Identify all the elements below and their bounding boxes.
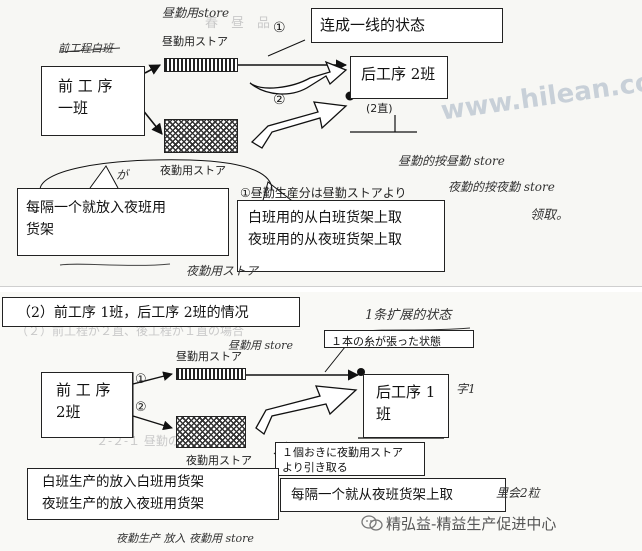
step-2-marker: ② (273, 92, 286, 108)
hand-note-right-b: 字1 (456, 382, 476, 396)
hand-note-ka: が (116, 168, 129, 182)
hand-note-night-production: 夜勤生产 放入 夜勤用 store (116, 532, 254, 545)
hand-note-right-bottom: 里会2粒 (496, 486, 540, 500)
next-process-box-shift-2: 后工序 2班 (350, 56, 448, 99)
callout-day-night-storage: 白班生产的放入白班用货架 夜班生产的放入夜班用货架 (27, 468, 279, 520)
hand-underline (59, 47, 121, 53)
top-panel: 春 昼 品 www.hilean.com (17, 6, 642, 278)
swoop-arrow-1 (249, 60, 348, 95)
step-1-marker: ① (273, 20, 286, 36)
callout-pickup-rule: 白班用的从白班货架上取 夜班用的从夜班货架上取 (237, 200, 445, 272)
hand-note-prev-day: 前工程白班 (58, 42, 113, 55)
leader-line-b (324, 346, 346, 373)
top-flow-lines (39, 39, 417, 266)
background-scan-text-bottom: （２）前工程が２直、後工程が１直の場合 (16, 324, 245, 338)
arrow-prev-to-day-store-b (132, 371, 173, 385)
night-store-label: 夜勤用ストア (160, 164, 226, 177)
watermark-credit: 精弘益-精益生产促进中心 (386, 515, 557, 533)
hand-note-pickup-1: 昼勤的按昼勤 store (398, 154, 505, 168)
arrow-prev-to-night-store-b (132, 415, 173, 431)
bubble-tail-right (261, 181, 297, 205)
prev-process-box-shift-2: 前 工 序 2班 (41, 372, 133, 438)
swoop-arrow-2 (250, 101, 348, 149)
day-store-shelf (164, 58, 238, 72)
callout-every-other-night: 每隔一个就放入夜班用 货架 (17, 188, 229, 256)
bottom-panel: （２）前工程が２直、後工程が１直の場合 ２-２-１ 昼勤のある場合 (0, 292, 642, 551)
callout-continuous-state: 连成一线的状态 (311, 8, 503, 43)
night-store-label-b: 夜勤用ストア (186, 454, 252, 467)
bubble-tail-left (89, 165, 119, 189)
hand-note-pickup-2: 夜勤的按夜勤 store (448, 180, 555, 194)
night-store-shelf-b (176, 416, 246, 448)
step-1-marker-b: ① (135, 372, 147, 387)
callout-every-other-pickup: 每隔一个就从夜班货架上取 (280, 478, 506, 512)
next-process-subtext: (2直) (366, 102, 393, 115)
day-store-label-b: 昼勤用ストア (176, 350, 242, 363)
next-process-box-shift-1: 后工序 1 班 (363, 374, 449, 438)
background-scan-text: 春 昼 品 (205, 16, 271, 31)
hand-note-pickup-3: 领取。 (530, 208, 570, 223)
hand-note-night-store: 夜勤用ストア (186, 264, 259, 278)
prev-process-box-shift-1: 前 工 序 一班 (41, 66, 145, 136)
day-store-shelf-b (176, 368, 246, 380)
hand-note-day-store: 昼勤用store (162, 6, 230, 20)
hand-scribble (59, 263, 171, 266)
hand-note-day-store-b: 昼勤用 store (228, 339, 293, 352)
day-store-label: 昼勤用ストア (162, 35, 228, 48)
jp-note-day-production: ①昼勤生産分は昼勤ストアより (240, 186, 407, 200)
hand-note-string-state: 1条扩展的状态 (365, 308, 452, 323)
jp-callout-string-state: １本の糸が張った状態 (324, 330, 474, 348)
arrow-prev-to-day-store (144, 64, 161, 75)
night-store-shelf (164, 119, 238, 153)
step-2-marker-b: ② (135, 400, 147, 415)
section-heading-case-2: （2）前工序 1班，后工序 2班的情况 (2, 297, 300, 327)
bubble-outline (39, 159, 273, 191)
wechat-logo-icon (361, 515, 383, 531)
swoop-arrow-b (255, 385, 358, 436)
leader-line-1 (267, 39, 306, 57)
jp-callout-every-other: １個おきに夜勤用ストア より引き取る (275, 442, 425, 476)
